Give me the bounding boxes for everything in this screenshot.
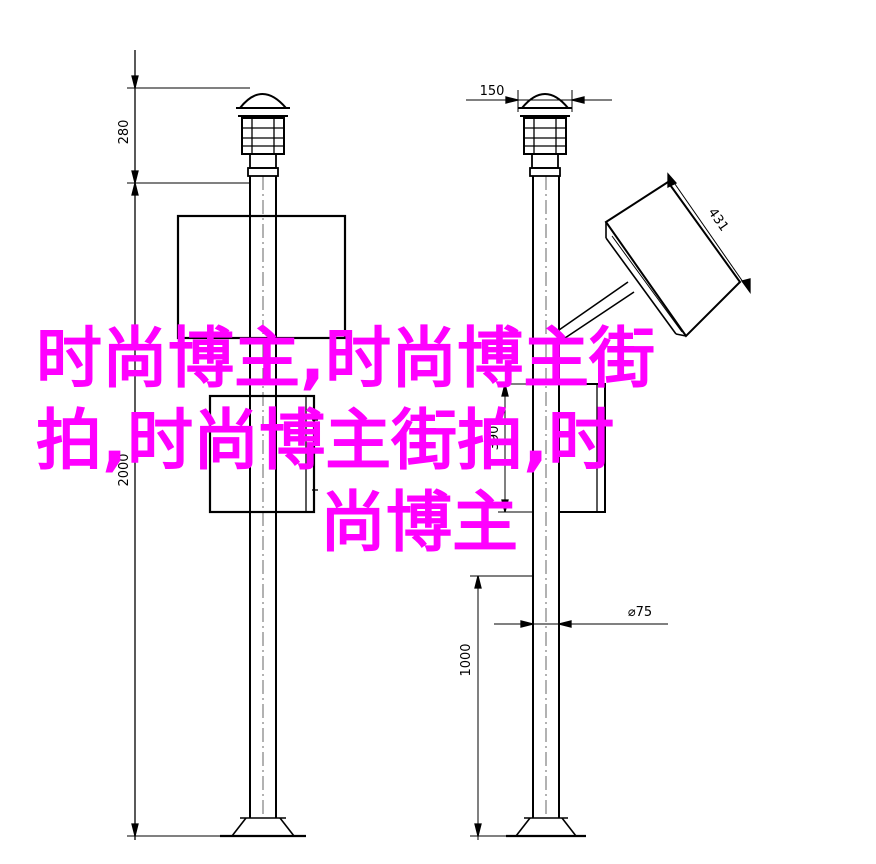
- base-flange-left: [220, 817, 306, 838]
- dim-label-2000: 2000: [117, 453, 132, 486]
- dim-label-390: 390: [487, 426, 502, 451]
- dim-label-150: 150: [480, 84, 505, 99]
- base-flange-right: [506, 817, 586, 838]
- dim-lower-height: 1000: [459, 575, 533, 840]
- dim-label-diameter: ⌀75: [628, 605, 652, 620]
- solar-panel-front: [176, 214, 347, 340]
- control-box-right: 390: [487, 383, 606, 513]
- left-view: 280 2000: [117, 50, 347, 840]
- dim-label-1000: 1000: [459, 643, 474, 676]
- weather-sensor-icon-right: [518, 93, 572, 177]
- solar-panel-side: 431: [558, 172, 751, 343]
- dim-diameter: ⌀75: [494, 605, 668, 628]
- right-view: 150: [459, 84, 751, 840]
- pole-right: [532, 176, 560, 818]
- dim-label-280: 280: [117, 120, 132, 145]
- control-box-left: [208, 394, 318, 514]
- weather-sensor-icon: [236, 93, 290, 177]
- dim-label-431: 431: [705, 206, 732, 235]
- pole-left: [249, 176, 277, 818]
